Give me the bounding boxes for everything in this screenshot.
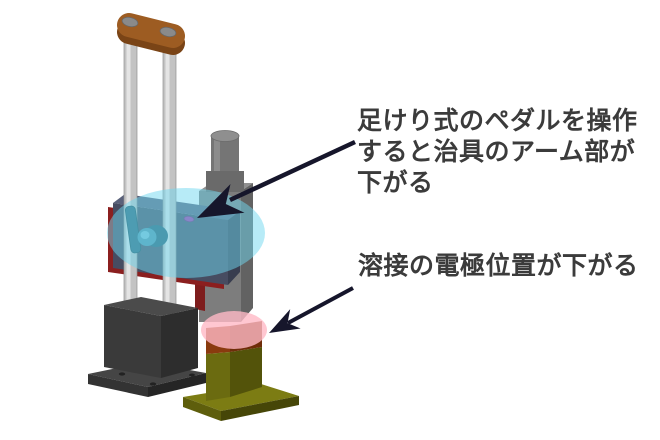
pedestal-plate-front-right xyxy=(221,396,299,421)
base-plate-front-right xyxy=(148,373,206,397)
base-block-top xyxy=(104,297,198,316)
base-screw-2 xyxy=(149,382,157,386)
base-screw-1 xyxy=(118,372,126,376)
pedestal-column-right xyxy=(230,347,262,397)
arrow-to-arm xyxy=(197,139,356,218)
cylinder-highlight xyxy=(214,136,220,191)
rod-highlight xyxy=(165,40,170,314)
guide-cylinder xyxy=(206,130,244,192)
rod-highlight xyxy=(126,30,131,312)
annotation-electrode-line-1: 溶接の電極位置が下がる xyxy=(358,252,639,280)
annotation-electrode: 溶接の電極位置が下がる xyxy=(358,251,639,282)
arm-highlight-ellipse xyxy=(107,188,265,278)
machine-base xyxy=(88,297,206,397)
support-rod-left xyxy=(123,29,138,313)
annotation-arm-line-1: 足けり式のペダルを操作 xyxy=(357,107,638,135)
top-crossbar xyxy=(117,13,185,55)
annotation-arm: 足けり式のペダルを操作 すると治具のアーム部が 下がる xyxy=(357,106,638,199)
cylinder-collar xyxy=(206,171,244,192)
base-block-front xyxy=(104,305,161,378)
base-plate-front-left xyxy=(88,374,148,397)
rod-end-left xyxy=(121,16,139,28)
base-screw-3 xyxy=(189,373,195,377)
base-block-right xyxy=(161,308,198,378)
arrow-to-arm-shaft xyxy=(229,139,356,203)
annotation-arm-line-2: すると治具のアーム部が xyxy=(357,138,636,166)
arrow-to-arm-head xyxy=(197,184,245,218)
pedestal-plate-top xyxy=(183,384,299,411)
arrow-to-electrode xyxy=(269,286,354,333)
pedestal-column-front xyxy=(206,352,230,401)
rod-end-right xyxy=(159,26,177,38)
electrode-highlight-ellipse xyxy=(201,311,267,349)
cylinder-top xyxy=(210,130,240,142)
arrow-to-electrode-shaft xyxy=(287,286,354,325)
pedestal-base xyxy=(183,347,299,421)
annotation-arm-line-3: 下がる xyxy=(357,169,434,197)
pedestal-plate-front-left xyxy=(183,397,221,421)
arrow-to-electrode-head xyxy=(269,309,301,333)
